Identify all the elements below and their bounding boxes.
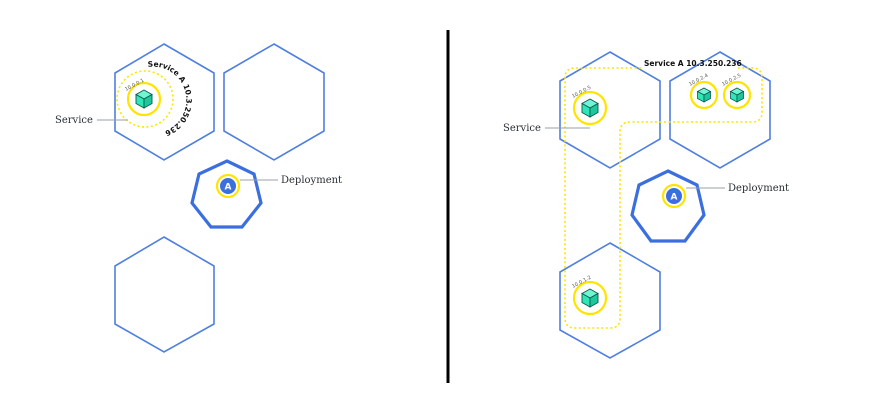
node-hexagon <box>114 236 215 353</box>
deployment-glyph: A <box>671 193 678 203</box>
node-hexagon <box>559 242 661 359</box>
right-panel: Service A 10.3.250.236 10.0.0.5 10.0.2.4… <box>503 51 789 359</box>
pod-cube-icon <box>135 89 153 109</box>
service-path <box>564 67 763 329</box>
pod-cube-icon <box>581 288 599 308</box>
service-label: Service <box>55 115 93 126</box>
deployment-label: Deployment <box>728 183 789 194</box>
node-hexagon <box>669 51 771 169</box>
node-hexagon <box>559 51 661 169</box>
deployment-a-icon <box>220 178 236 194</box>
pod-cube-icon <box>697 87 711 103</box>
deployment-glyph: A <box>225 183 232 193</box>
deployment-a-icon <box>666 188 682 204</box>
pod-cube-icon <box>581 98 599 118</box>
node-hexagon <box>223 43 325 161</box>
deployment-label: Deployment <box>281 175 342 186</box>
node-hexagon <box>114 43 215 161</box>
service-header-label: Service A 10.3.250.236 <box>644 59 742 68</box>
pod-cube-icon <box>730 87 744 103</box>
service-label: Service <box>503 123 541 134</box>
left-panel: 10.0.0.1 Service A 10.3.250.236 Service … <box>55 43 342 353</box>
service-boundary-ring <box>116 70 174 128</box>
